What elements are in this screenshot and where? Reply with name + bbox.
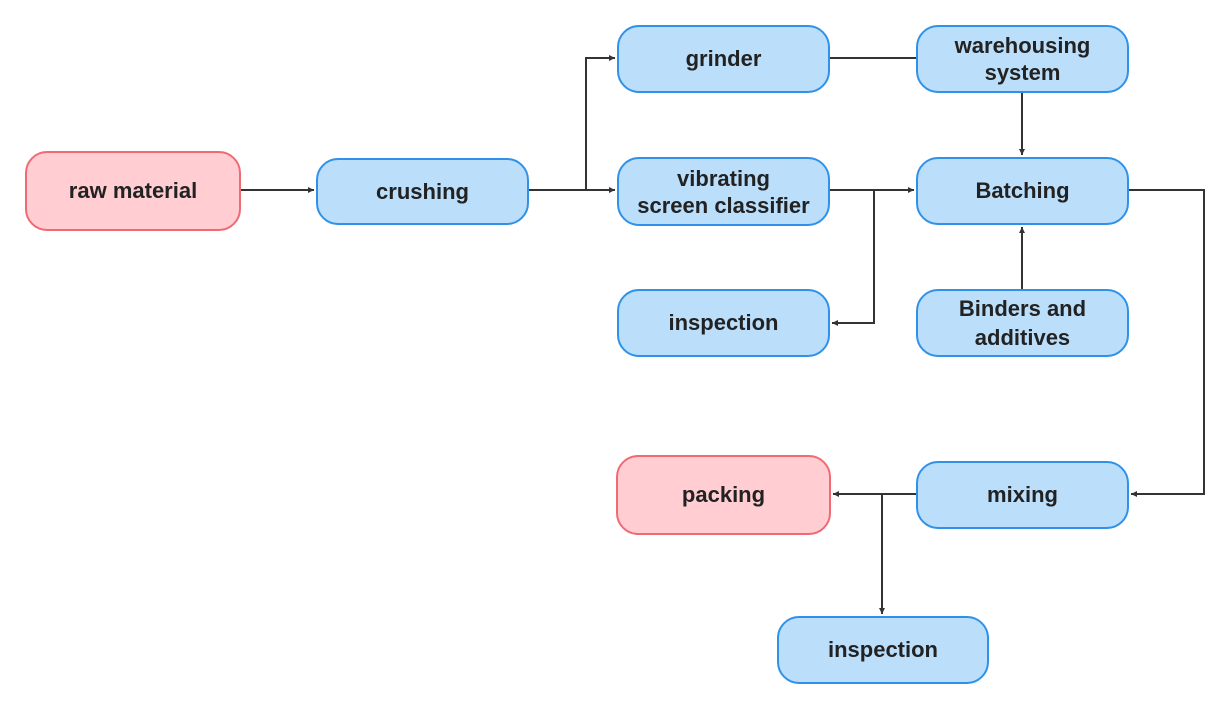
node-grinder: grinder — [617, 25, 830, 93]
node-binders-and-additives: Binders and additives — [916, 289, 1129, 357]
node-raw-material: raw material — [25, 151, 241, 231]
node-crushing: crushing — [316, 158, 529, 225]
edge-crushing-to-grinder — [585, 55, 615, 190]
node-mixing: mixing — [916, 461, 1129, 529]
edge-batching-to-mixing — [1129, 189, 1205, 497]
edge-vibrating-to-inspection — [832, 190, 875, 326]
node-warehousing-system: warehousing system — [916, 25, 1129, 93]
node-vibrating-screen-classifier: vibrating screen classifier — [617, 157, 830, 226]
node-inspection-final: inspection — [777, 616, 989, 684]
node-batching: Batching — [916, 157, 1129, 225]
node-packing: packing — [616, 455, 831, 535]
node-inspection-screening: inspection — [617, 289, 830, 357]
